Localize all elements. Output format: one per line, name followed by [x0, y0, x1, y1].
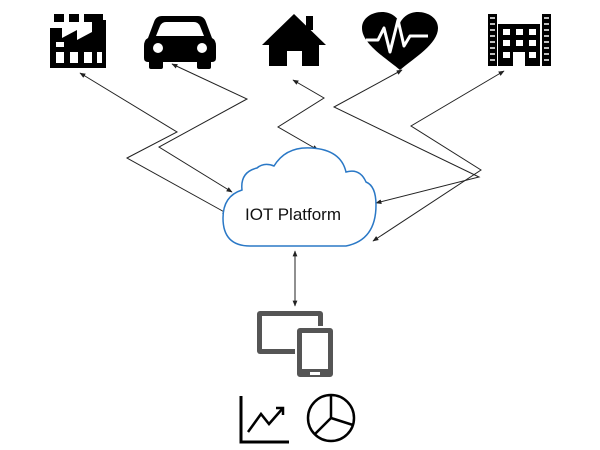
car-icon [144, 16, 216, 69]
cloud-label: IOT Platform [245, 205, 341, 224]
tablet-icon [295, 326, 335, 379]
line-chart-icon [239, 396, 289, 444]
heartbeat-icon [362, 12, 438, 70]
connector-factory-1 [79, 72, 229, 215]
home-icon [262, 14, 326, 66]
connectors [79, 63, 505, 242]
connector-car-1 [158, 63, 249, 193]
connector-building-1 [372, 70, 505, 242]
connector-home [277, 79, 325, 151]
cloud-outline [222, 147, 377, 247]
factory-icon [50, 14, 106, 68]
pie-chart-icon [306, 393, 356, 443]
office-building-icon [488, 14, 551, 66]
iot-platform-cloud: IOT Platform [222, 147, 377, 247]
